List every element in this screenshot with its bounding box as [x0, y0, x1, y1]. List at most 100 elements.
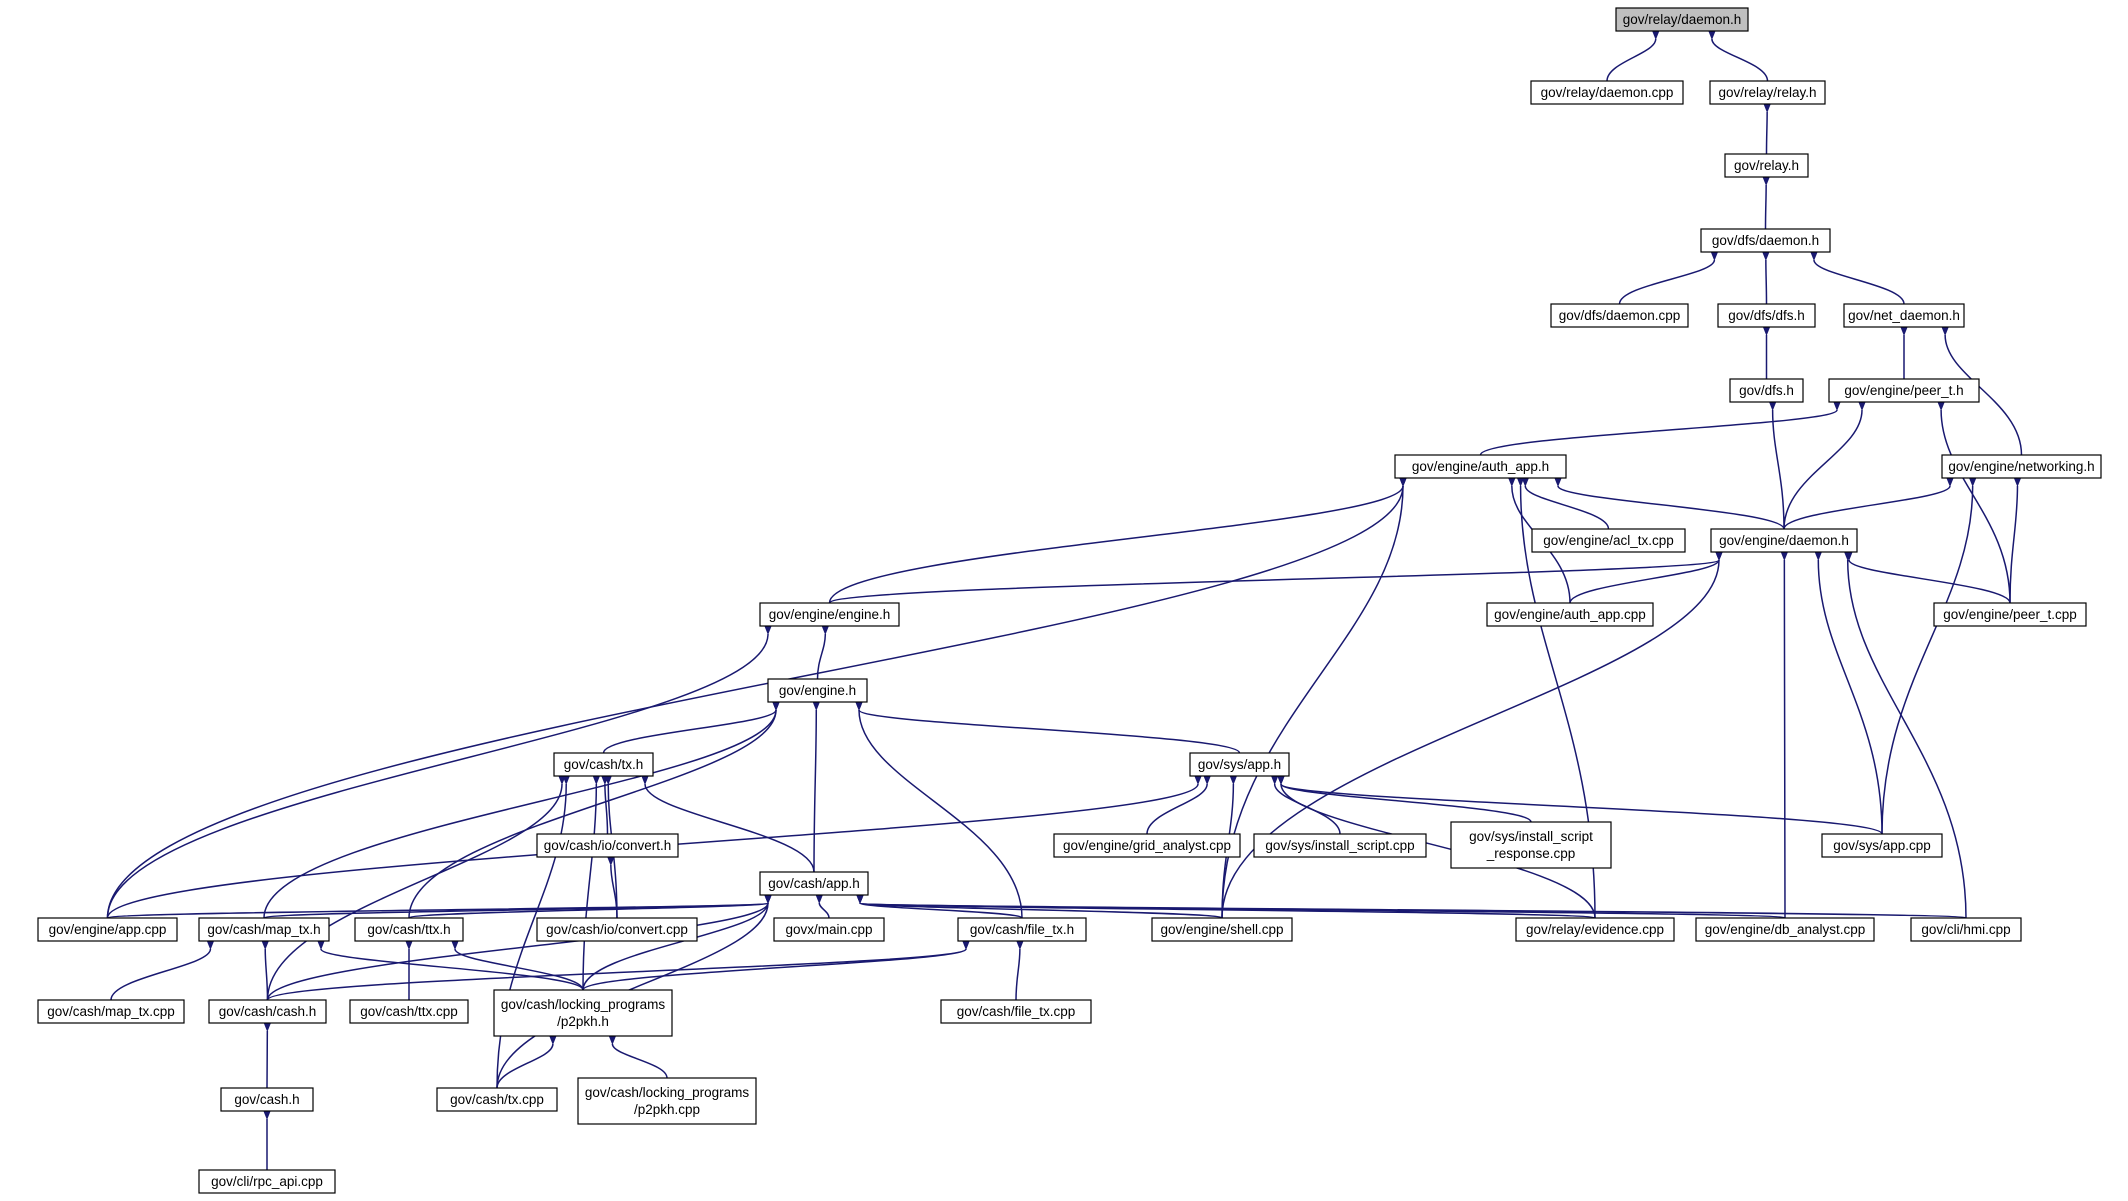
node-cash-tx-h[interactable]: gov/cash/tx.h	[553, 752, 654, 777]
node-engine-grid-analyst-cpp[interactable]: gov/engine/grid_analyst.cpp	[1053, 833, 1241, 858]
node-box[interactable]	[1515, 917, 1675, 942]
node-engine-networking-h[interactable]: gov/engine/networking.h	[1941, 454, 2102, 479]
node-cli-rpc-api-cpp[interactable]: gov/cli/rpc_api.cpp	[198, 1169, 336, 1194]
node-box[interactable]	[1724, 153, 1809, 178]
node-cash-file-tx-h[interactable]: gov/cash/file_tx.h	[957, 917, 1087, 942]
node-box[interactable]	[354, 917, 464, 942]
node-box[interactable]	[767, 678, 868, 703]
node-engine-auth-app-h[interactable]: gov/engine/auth_app.h	[1394, 454, 1567, 479]
node-box[interactable]	[1394, 454, 1567, 479]
node-box[interactable]	[1821, 833, 1943, 858]
node-box[interactable]	[1450, 821, 1612, 869]
node-box[interactable]	[1053, 833, 1241, 858]
node-engine-engine-h[interactable]: gov/engine/engine.h	[759, 602, 900, 627]
edge-cash_io_convert_h-to-cash_tx_h	[600, 774, 609, 835]
node-box[interactable]	[1486, 602, 1654, 627]
node-box[interactable]	[759, 602, 900, 627]
node-dfs-daemon-cpp[interactable]: gov/dfs/daemon.cpp	[1550, 303, 1689, 328]
node-box[interactable]	[1717, 303, 1816, 328]
node-box[interactable]	[198, 917, 330, 942]
node-engine-daemon-h[interactable]: gov/engine/daemon.h	[1710, 528, 1858, 553]
node-box[interactable]	[1550, 303, 1689, 328]
node-cash-locking-programs-p2pkh-cpp[interactable]: gov/cash/locking_programs/p2pkh.cpp	[577, 1077, 757, 1125]
node-box[interactable]	[208, 999, 327, 1024]
node-engine-peer-t-h[interactable]: gov/engine/peer_t.h	[1828, 378, 1980, 403]
node-box[interactable]	[1615, 7, 1749, 32]
node-engine-app-cpp[interactable]: gov/engine/app.cpp	[37, 917, 178, 942]
node-engine-auth-app-cpp[interactable]: gov/engine/auth_app.cpp	[1486, 602, 1654, 627]
node-relay-h[interactable]: gov/relay.h	[1724, 153, 1809, 178]
node-box[interactable]	[1253, 833, 1427, 858]
node-box[interactable]	[577, 1077, 757, 1125]
node-box[interactable]	[1189, 752, 1290, 777]
node-cash-ttx-cpp[interactable]: gov/cash/ttx.cpp	[349, 999, 469, 1024]
node-cash-locking-programs-p2pkh-h[interactable]: gov/cash/locking_programs/p2pkh.h	[493, 989, 673, 1037]
node-box[interactable]	[37, 917, 178, 942]
node-label: gov/cash/map_tx.cpp	[47, 1004, 175, 1019]
node-box[interactable]	[436, 1087, 558, 1112]
node-engine-peer-t-cpp[interactable]: gov/engine/peer_t.cpp	[1933, 602, 2087, 627]
node-box[interactable]	[1828, 378, 1980, 403]
node-box[interactable]	[759, 871, 869, 896]
node-box[interactable]	[1151, 917, 1293, 942]
node-label: gov/engine/peer_t.cpp	[1943, 607, 2077, 622]
node-cash-map-tx-cpp[interactable]: gov/cash/map_tx.cpp	[37, 999, 185, 1024]
edge-cash_ttx_h-to-cash_app_h	[408, 893, 773, 919]
node-box[interactable]	[1531, 528, 1686, 553]
node-engine-shell-cpp[interactable]: gov/engine/shell.cpp	[1151, 917, 1293, 942]
node-cash-ttx-h[interactable]: gov/cash/ttx.h	[354, 917, 464, 942]
node-sys-app-h[interactable]: gov/sys/app.h	[1189, 752, 1290, 777]
node-box[interactable]	[37, 999, 185, 1024]
node-box[interactable]	[220, 1087, 314, 1112]
node-box[interactable]	[1941, 454, 2102, 479]
node-cli-hmi-cpp[interactable]: gov/cli/hmi.cpp	[1910, 917, 2022, 942]
node-box[interactable]	[1710, 528, 1858, 553]
node-box[interactable]	[940, 999, 1092, 1024]
node-box[interactable]	[773, 917, 885, 942]
node-box[interactable]	[1729, 378, 1804, 403]
node-relay-daemon-cpp[interactable]: gov/relay/daemon.cpp	[1530, 80, 1684, 105]
node-relay-daemon-h[interactable]: gov/relay/daemon.h	[1615, 7, 1749, 32]
node-box[interactable]	[1843, 303, 1965, 328]
node-cash-app-h[interactable]: gov/cash/app.h	[759, 871, 869, 896]
node-cash-cash-h[interactable]: gov/cash/cash.h	[208, 999, 327, 1024]
node-box[interactable]	[349, 999, 469, 1024]
node-sys-app-cpp[interactable]: gov/sys/app.cpp	[1821, 833, 1943, 858]
node-dfs-h[interactable]: gov/dfs.h	[1729, 378, 1804, 403]
node-box[interactable]	[198, 1169, 336, 1194]
node-box[interactable]	[1695, 917, 1875, 942]
node-label: gov/relay/evidence.cpp	[1526, 922, 1664, 937]
node-engine-db-analyst-cpp[interactable]: gov/engine/db_analyst.cpp	[1695, 917, 1875, 942]
node-cash-tx-cpp[interactable]: gov/cash/tx.cpp	[436, 1087, 558, 1112]
node-govx-main-cpp[interactable]: govx/main.cpp	[773, 917, 885, 942]
node-relay-relay-h[interactable]: gov/relay/relay.h	[1709, 80, 1826, 105]
node-box[interactable]	[1530, 80, 1684, 105]
edge-cash_tx_cpp-to-cash_app_h	[496, 893, 773, 1089]
node-cash-map-tx-h[interactable]: gov/cash/map_tx.h	[198, 917, 330, 942]
node-box[interactable]	[536, 833, 679, 858]
node-engine-h[interactable]: gov/engine.h	[767, 678, 868, 703]
node-box[interactable]	[1700, 228, 1831, 253]
node-engine-acl-tx-cpp[interactable]: gov/engine/acl_tx.cpp	[1531, 528, 1686, 553]
node-dfs-daemon-h[interactable]: gov/dfs/daemon.h	[1700, 228, 1831, 253]
node-sys-install-script-response-cpp[interactable]: gov/sys/install_script_response.cpp	[1450, 821, 1612, 869]
node-cash-io-convert-cpp[interactable]: gov/cash/io/convert.cpp	[536, 917, 698, 942]
node-dfs-dfs-h[interactable]: gov/dfs/dfs.h	[1717, 303, 1816, 328]
node-label: gov/dfs/daemon.h	[1712, 233, 1819, 248]
node-box[interactable]	[957, 917, 1087, 942]
node-cash-h[interactable]: gov/cash.h	[220, 1087, 314, 1112]
node-box[interactable]	[536, 917, 698, 942]
node-box[interactable]	[1933, 602, 2087, 627]
node-box[interactable]	[553, 752, 654, 777]
node-sys-install-script-cpp[interactable]: gov/sys/install_script.cpp	[1253, 833, 1427, 858]
edge-cli_hmi_cpp-to-engine_daemon_h	[1843, 550, 1967, 919]
node-box[interactable]	[1709, 80, 1826, 105]
node-cash-file-tx-cpp[interactable]: gov/cash/file_tx.cpp	[940, 999, 1092, 1024]
node-box[interactable]	[1910, 917, 2022, 942]
node-cash-io-convert-h[interactable]: gov/cash/io/convert.h	[536, 833, 679, 858]
node-relay-evidence-cpp[interactable]: gov/relay/evidence.cpp	[1515, 917, 1675, 942]
node-box[interactable]	[493, 989, 673, 1037]
node-label: govx/main.cpp	[785, 922, 872, 937]
node-net-daemon-h[interactable]: gov/net_daemon.h	[1843, 303, 1965, 328]
node-label: gov/cash/tx.cpp	[450, 1092, 544, 1107]
